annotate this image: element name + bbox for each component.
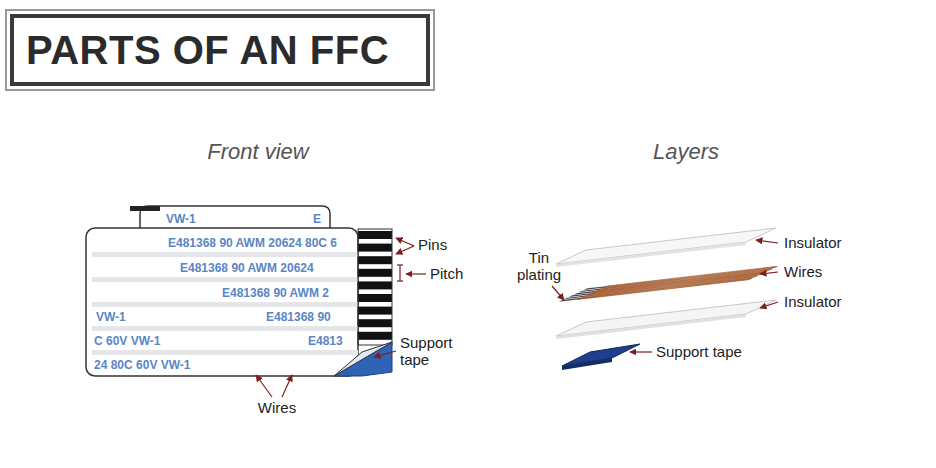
part-label: Support tape — [656, 343, 742, 360]
cable-print: E481368 90 AWM 2 — [222, 286, 329, 300]
view-heading: Front view — [207, 139, 308, 164]
part-label: Wires — [258, 399, 296, 416]
part-label: Insulator — [784, 293, 842, 310]
cable-print: E481368 90 AWM 20624 80C 6 — [168, 236, 337, 250]
view-heading: Layers — [653, 139, 719, 164]
part-label: Pitch — [430, 265, 463, 282]
title-frame — [6, 10, 434, 90]
cable-print: 24 80C 60V VW-1 — [94, 358, 190, 372]
part-label: Wires — [784, 263, 822, 280]
leader-lines — [552, 240, 778, 352]
cable-print: VW-1 — [166, 212, 196, 226]
diagram-title: PARTS OF AN FFC — [26, 27, 389, 73]
part-label: Insulator — [784, 234, 842, 251]
cable-print: E4813 — [308, 334, 343, 348]
cable-back-layer — [130, 206, 330, 228]
cable-print: E481368 90 AWM 20624 — [180, 261, 314, 275]
cable-print: C 60V VW-1 — [94, 334, 160, 348]
cable-print: E481368 90 — [266, 310, 331, 324]
cable-print: E — [313, 212, 321, 226]
cable-body — [86, 228, 392, 376]
part-label: Support tape — [400, 334, 470, 369]
layer-stack — [556, 228, 777, 370]
part-label: Pins — [418, 236, 447, 253]
cable-print: VW-1 — [96, 310, 126, 324]
part-label: Tin plating — [508, 249, 570, 284]
